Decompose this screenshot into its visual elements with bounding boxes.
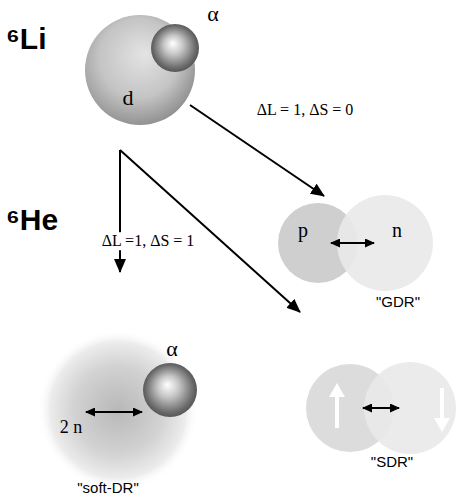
- particle-label: p: [298, 219, 308, 241]
- node-outline: [298, 310, 460, 475]
- nucleus-sphere: dα: [85, 15, 195, 125]
- particle-label: α: [207, 2, 219, 26]
- transition-arrow: [119, 150, 121, 272]
- transition-label: ΔL = 1, ΔS = 0: [257, 101, 354, 119]
- gdr-mode: p n "GDR": [276, 195, 436, 313]
- particle-label: n: [392, 219, 402, 241]
- oscillation-arrow: [363, 407, 399, 409]
- spin-up-arrow: [329, 383, 345, 428]
- cluster-label: d: [123, 86, 134, 110]
- soft-dr-mode: 2 n "soft-DR" α: [38, 278, 198, 500]
- nucleus-name: ⁶Li: [6, 22, 46, 55]
- sphere-shape: [364, 362, 456, 454]
- mode-label: "soft-DR": [77, 480, 139, 497]
- transition-label: ΔL =1, ΔS = 1: [99, 232, 198, 250]
- sphere-shape: [38, 330, 198, 490]
- sphere-shape: [143, 363, 197, 417]
- mode-label: "GDR": [376, 294, 420, 311]
- nucleus-name: ⁶He: [6, 203, 58, 236]
- oscillation-arrow: [86, 411, 142, 413]
- oscillation-arrow: [331, 242, 374, 244]
- node-outline: [151, 24, 199, 72]
- mode-label: "SDR": [371, 454, 413, 471]
- alpha-core: α: [151, 24, 199, 72]
- alpha-core: α: [143, 363, 197, 417]
- transition-arrow: [190, 105, 324, 196]
- sdr-mode: "SDR": [298, 310, 460, 475]
- spin-down-arrow: [434, 388, 450, 432]
- particle-label: 2 n: [60, 418, 83, 438]
- node-outline: [143, 363, 197, 417]
- sphere-shape: [151, 24, 199, 72]
- transition-arrow: [120, 150, 300, 312]
- sphere-shape: [337, 195, 433, 291]
- particle-label: α: [166, 337, 178, 361]
